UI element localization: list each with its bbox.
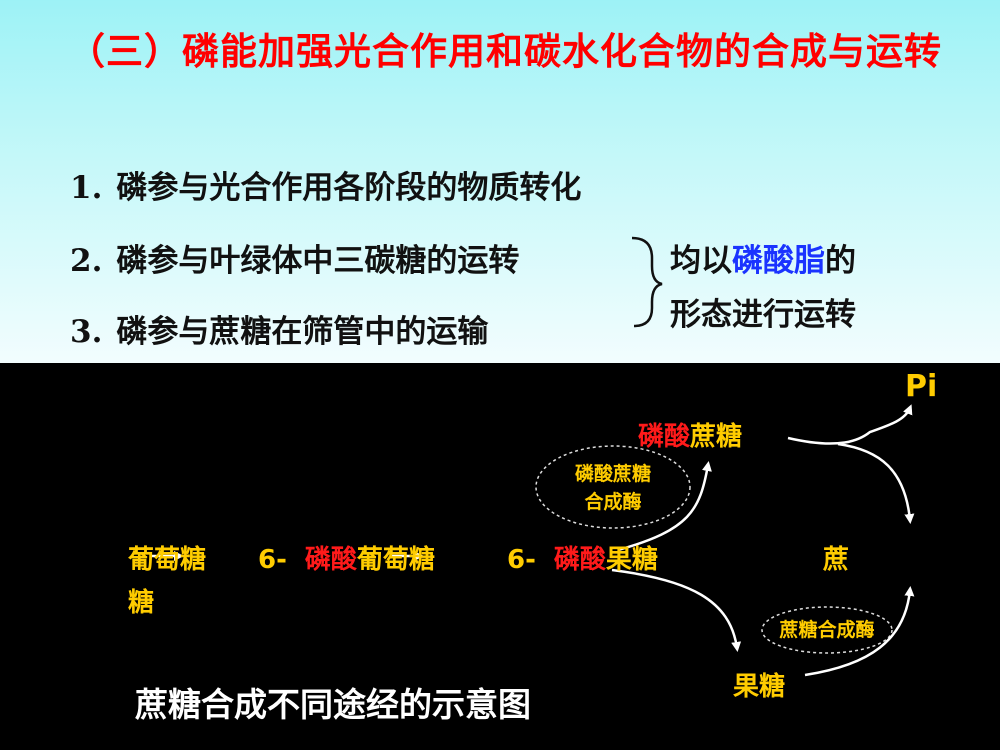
- brace-shape: [631, 236, 663, 328]
- note-highlight: 磷酸脂: [732, 243, 825, 279]
- item-number: 2.: [70, 243, 103, 279]
- page-title: （三）磷能加强光合作用和碳水化合物的合成与运转: [68, 30, 942, 73]
- enzyme-ellipse-2: [761, 606, 893, 654]
- enzyme-sucrose-synthase: 蔗糖合成酶: [779, 619, 875, 641]
- item-number: 3.: [70, 314, 103, 350]
- item-text: 磷参与叶绿体中三碳糖的运转: [116, 243, 520, 279]
- enzyme-ellipse-1: [535, 445, 691, 529]
- summary-note: 均以磷酸脂的 形态进行运转: [670, 234, 856, 342]
- arrow-f6p-to-sucrose-phosphate: [617, 461, 712, 552]
- enzyme-sucrose-phosphate-synthase: 磷酸蔗糖 合成酶: [574, 463, 651, 513]
- arrow-f6p-to-fructose: [611, 568, 742, 652]
- note-line-1: 均以磷酸脂的: [670, 243, 856, 279]
- list-item: 2. 磷参与叶绿体中三碳糖的运转: [70, 235, 519, 280]
- note-line-2: 形态进行运转: [670, 297, 856, 333]
- sucrose-phosphate-label: 磷酸蔗糖: [638, 422, 743, 452]
- sucrose-label-part1: 蔗: [823, 545, 850, 575]
- diagram-caption: 蔗糖合成不同途经的示意图: [135, 685, 531, 724]
- arrow-to-pi: [787, 404, 913, 445]
- glucose-6-phosphate-label: 6-磷酸葡萄糖: [258, 545, 435, 575]
- list-item: 3. 磷参与蔗糖在筛管中的运输: [70, 306, 488, 351]
- fructose-6-phosphate-label: 6-磷酸果糖: [507, 545, 658, 575]
- fructose-label: 果糖: [733, 672, 786, 702]
- glucose-label: 葡萄糖: [128, 545, 207, 575]
- pi-label: Pi: [905, 369, 938, 404]
- item-number: 1.: [70, 170, 103, 206]
- header-panel: [0, 0, 1000, 363]
- list-item: 1. 磷参与光合作用各阶段的物质转化: [70, 162, 581, 207]
- item-text: 磷参与光合作用各阶段的物质转化: [116, 170, 582, 206]
- item-text: 磷参与蔗糖在筛管中的运输: [116, 314, 489, 350]
- arrow-fructose-to-sucrose: [804, 586, 915, 677]
- arrow-to-sucrose: [837, 442, 915, 524]
- sucrose-label-part2: 糖: [128, 588, 155, 618]
